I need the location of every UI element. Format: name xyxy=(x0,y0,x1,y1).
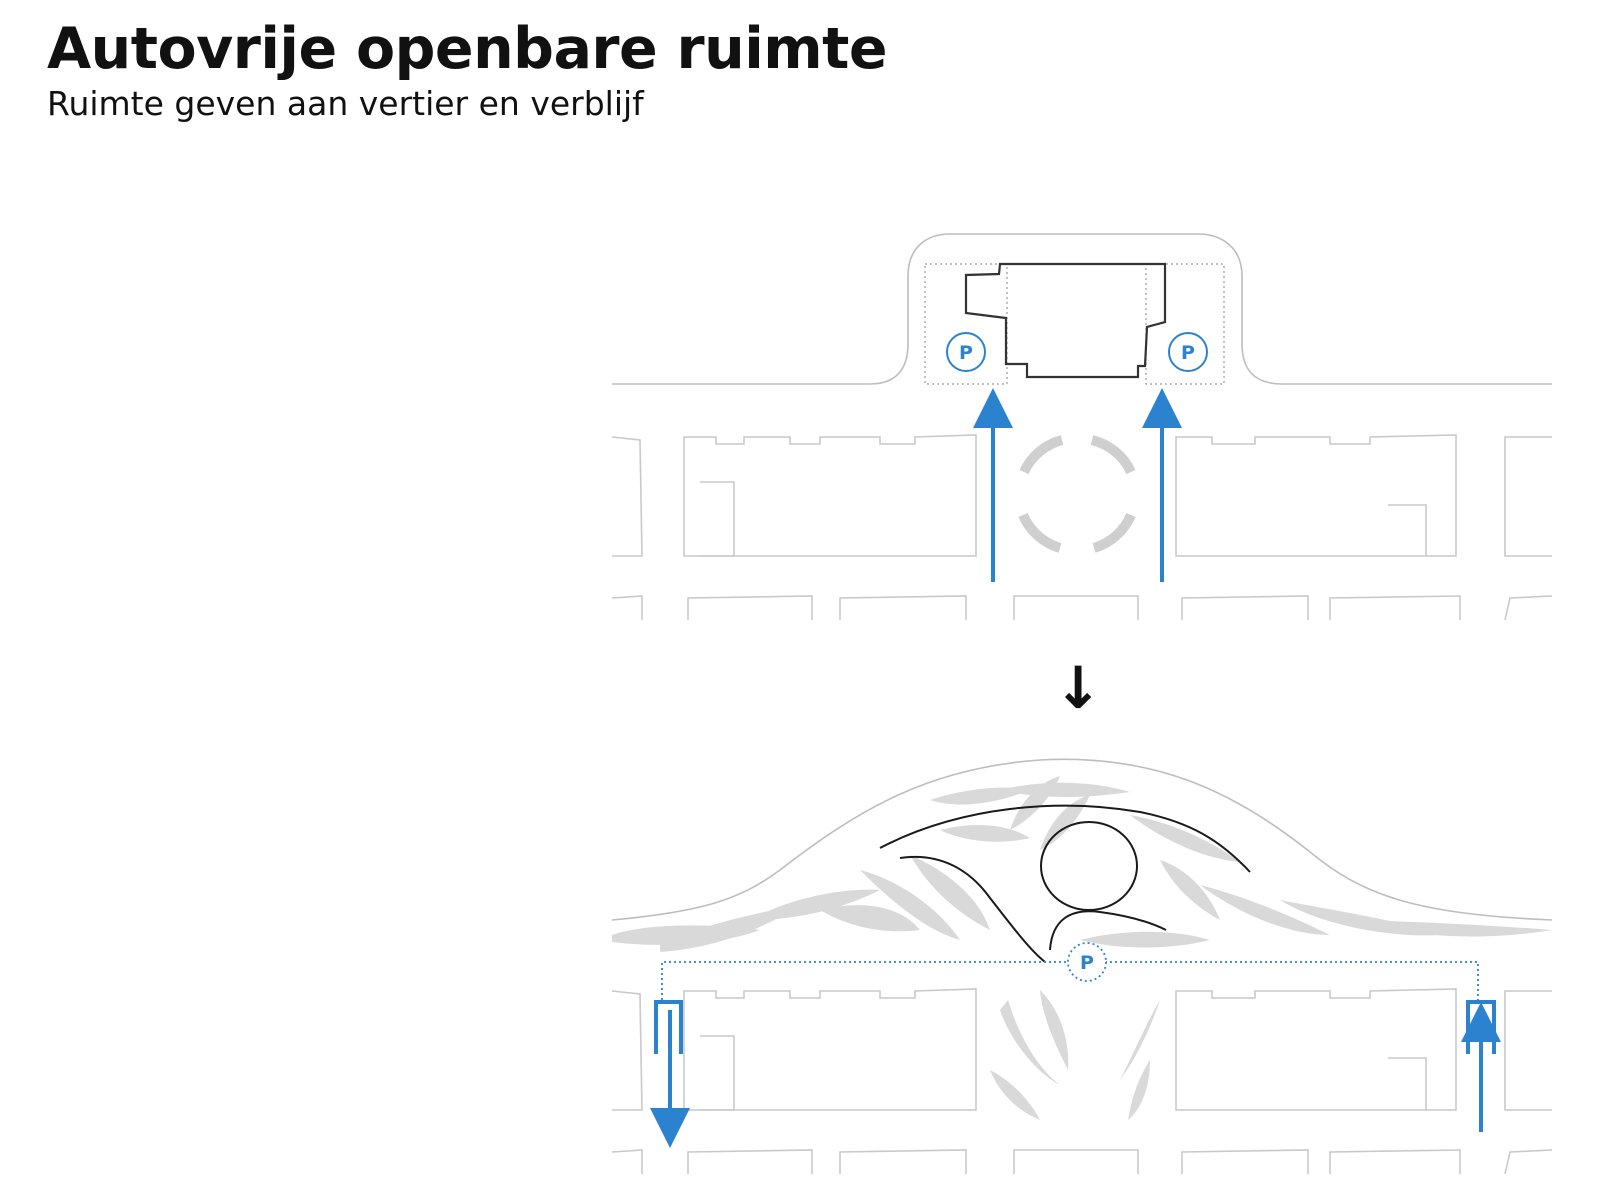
bottom-schematic: P xyxy=(611,758,1553,1175)
garage-left xyxy=(650,1000,690,1148)
parking-label-right: P xyxy=(1181,342,1195,364)
parking-label-bottom: P xyxy=(1080,952,1094,974)
parking-icon-left: P xyxy=(946,332,986,372)
park-paths xyxy=(879,804,1251,963)
park-green-shapes xyxy=(612,776,1552,1120)
city-blocks-bottom xyxy=(611,988,1553,1175)
transition-arrow: ↓ xyxy=(1054,654,1103,722)
parking-icon-right: P xyxy=(1168,332,1208,372)
street-boundary-top xyxy=(612,233,1552,385)
page-title: Autovrije openbare ruimte xyxy=(47,16,888,82)
parking-route xyxy=(661,961,1479,1000)
page-subtitle: Ruimte geven aan vertier en verblijf xyxy=(47,84,644,123)
header: Autovrije openbare ruimte Ruimte geven a… xyxy=(47,14,888,124)
parking-icon-bottom: P xyxy=(1067,942,1107,982)
parking-label-left: P xyxy=(959,342,973,364)
parking-zone-right xyxy=(1145,263,1225,385)
roundabout-top xyxy=(1018,435,1136,553)
top-schematic: P P xyxy=(611,233,1553,621)
garage-right xyxy=(1461,1000,1501,1132)
park-boundary xyxy=(611,758,1553,921)
building-outline xyxy=(964,262,1167,379)
city-blocks-top xyxy=(611,434,1553,621)
